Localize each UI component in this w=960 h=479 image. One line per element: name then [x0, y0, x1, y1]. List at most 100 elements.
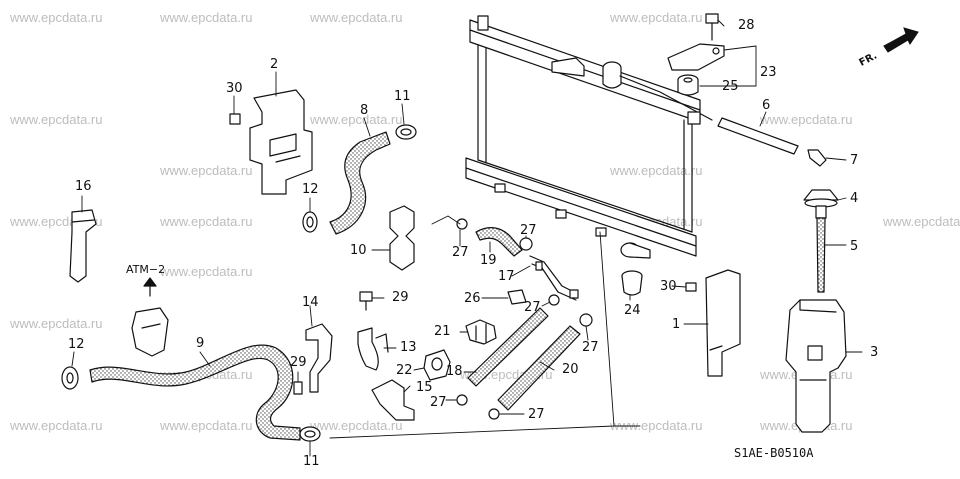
- callout-20: 20: [562, 362, 579, 377]
- callout-24: 24: [624, 303, 641, 318]
- callout-6: 6: [762, 98, 771, 113]
- bracket-16: [69, 209, 97, 283]
- callout-16: 16: [75, 179, 92, 194]
- watermark: www.epcdata.ru: [160, 163, 253, 178]
- watermark: www.epcdata.ru: [160, 214, 253, 229]
- callout-3: 3: [870, 345, 879, 360]
- bolt-26: [507, 289, 527, 305]
- reserve-tank-3: [785, 299, 847, 433]
- hose-clip-21: [465, 319, 497, 345]
- watermark: www.epcdata.ru: [610, 10, 703, 25]
- bracket-2: [249, 89, 313, 195]
- callout-5: 5: [850, 239, 859, 254]
- hose-holder-10: [389, 205, 415, 271]
- bracket-15: [371, 379, 415, 421]
- reservoir-tube-5: [816, 217, 826, 293]
- watermark: www.epcdata.ru: [10, 10, 103, 25]
- hose-clamp-12-lower: [61, 366, 79, 390]
- callout-27-b: 27: [528, 407, 545, 422]
- callout-18: 18: [446, 364, 463, 379]
- callout-26: 26: [464, 291, 481, 306]
- callout-27-a: 27: [430, 395, 447, 410]
- callout-11-top: 11: [394, 89, 411, 104]
- watermark: www.epcdata.ru: [10, 112, 103, 127]
- callout-14: 14: [302, 295, 319, 310]
- atm-clip: [131, 307, 169, 357]
- pipe-17: [529, 255, 579, 301]
- hose-clamp-11-lower: [299, 426, 321, 442]
- upper-bracket-23: [667, 43, 725, 71]
- hose-clamp-11-top: [395, 124, 417, 140]
- reservoir-cap-4: [803, 189, 839, 219]
- watermark: www.epcdata.ru: [610, 163, 703, 178]
- callout-23: 23: [760, 65, 777, 80]
- callout-17: 17: [498, 269, 515, 284]
- clamp-27: [456, 394, 468, 406]
- callout-2: 2: [270, 57, 279, 72]
- callout-10: 10: [350, 243, 367, 258]
- watermark: www.epcdata.ru: [160, 10, 253, 25]
- callout-27-e: 27: [452, 245, 469, 260]
- callout-30-left: 30: [226, 81, 243, 96]
- callout-27-f: 27: [520, 223, 537, 238]
- upper-hose-8: [329, 131, 391, 235]
- hose-clip-13: [357, 327, 389, 371]
- callout-22: 22: [396, 363, 413, 378]
- clamp-27: [548, 294, 560, 306]
- bolt-29-left: [293, 381, 303, 395]
- hose-joint-7: [807, 149, 827, 167]
- callout-25: 25: [722, 79, 739, 94]
- hose-20: [497, 325, 581, 411]
- clamp-27: [456, 218, 468, 230]
- callout-27-d: 27: [582, 340, 599, 355]
- callout-12-upper: 12: [302, 182, 319, 197]
- arrow-up-icon: [143, 277, 157, 287]
- leader-lines: [71, 19, 863, 457]
- watermark: www.epcdata.ru: [10, 316, 103, 331]
- watermark: www.epcdata.ru: [160, 264, 253, 279]
- watermark: www.epcdata.ru: [610, 418, 703, 433]
- callout-7: 7: [850, 153, 859, 168]
- upper-cushion-25: [677, 74, 699, 96]
- callout-8: 8: [360, 103, 369, 118]
- watermark: www.epcdata.ru: [310, 418, 403, 433]
- watermark: www.epcdata.ru: [160, 418, 253, 433]
- hose-clamp-12-upper: [302, 211, 318, 233]
- callout-19: 19: [480, 253, 497, 268]
- callout-27-c: 27: [524, 300, 541, 315]
- clamp-27: [519, 237, 533, 251]
- atm-label: ATM−2: [126, 263, 166, 276]
- clamp-27: [579, 313, 593, 327]
- callout-4: 4: [850, 191, 859, 206]
- callout-28: 28: [738, 18, 755, 33]
- diagram-code: S1AE-B0510A: [734, 446, 814, 460]
- callout-15: 15: [416, 380, 433, 395]
- hose-19: [475, 227, 523, 257]
- bracket-14: [305, 323, 333, 393]
- bolt-30-right: [685, 282, 697, 292]
- grommet-24: [621, 270, 643, 296]
- callout-30-right: 30: [660, 279, 677, 294]
- bolt-30-left: [229, 113, 241, 125]
- callout-29-center: 29: [392, 290, 409, 305]
- radiator-assembly: [465, 15, 713, 259]
- callout-1: 1: [672, 317, 681, 332]
- callout-11-lower: 11: [303, 454, 320, 469]
- clamp-27: [488, 408, 500, 420]
- callout-13: 13: [400, 340, 417, 355]
- front-arrow-icon: [883, 27, 919, 53]
- watermark: www.epcdata.ru: [310, 10, 403, 25]
- hose-18: [467, 307, 549, 387]
- watermark: www.epcdata.ru: [310, 112, 403, 127]
- callout-12-lower: 12: [68, 337, 85, 352]
- watermark: www.epcdata.ru: [10, 418, 103, 433]
- watermark: www.epcdata.ru: [760, 112, 853, 127]
- lower-hose-9: [89, 344, 301, 441]
- callout-9: 9: [196, 336, 205, 351]
- bolt-28: [705, 13, 719, 41]
- bolt-29-center: [359, 291, 373, 311]
- watermark: www.epcdata.ru: [883, 214, 960, 229]
- callout-29-left: 29: [290, 355, 307, 370]
